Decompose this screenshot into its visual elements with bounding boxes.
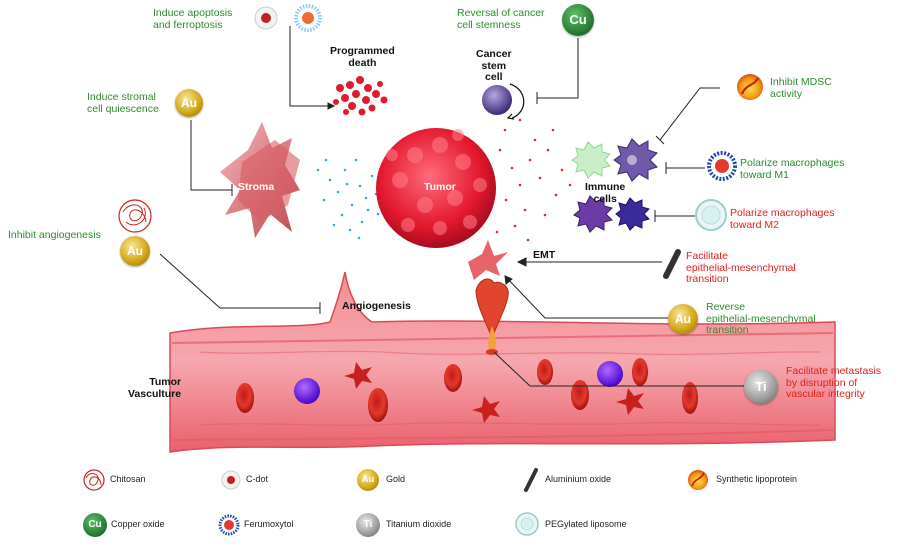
programmed-death-cells [333,76,388,116]
red-blood-cell [571,380,589,410]
macrophage-m2-cell [571,141,611,179]
copper-oxide-icon-stemness: Cu [562,4,594,36]
legend-label-cdot: C-dot [246,474,269,484]
red-blood-cell [537,359,553,385]
legend-label-gold: Gold [386,474,406,484]
legend-gold-icon: Au [357,469,379,491]
icon-ferumoxytol-effect [294,4,322,32]
gold-symbol: Au [127,244,143,258]
gold-icon-stromal: Au [175,89,203,117]
platelet [472,396,500,423]
red-blood-cell [368,388,388,422]
gold-icon-angio: Au [120,236,150,266]
connector-lines [159,26,744,387]
gold-symbol: Au [361,474,375,485]
platelet [344,362,372,389]
legend-lipoprotein-swatch [688,470,708,490]
legend-label-liposome: PEGylated liposome [545,519,627,529]
icon-chitosan-effect [118,199,152,233]
titanium-symbol: Ti [755,379,767,394]
platelet [616,388,644,415]
label-emt: EMT [533,249,556,261]
icon-cdot-effect [254,6,278,30]
red-blood-cell [682,382,698,414]
titanium-symbol: Ti [363,519,373,530]
legend-label-copper: Copper oxide [111,519,165,529]
label-angiogenesis: Angiogenesis [342,300,411,312]
legend-label-titanium: Titanium dioxide [386,519,452,529]
white-blood-cell [597,361,623,387]
legend-label-lipoprotein: Synthetic lipoprotein [716,474,798,484]
icon-liposome-m2 [695,199,727,231]
legend-label-chitosan: Chitosan [110,474,146,484]
tumor-vasculature [169,271,836,453]
legend-label-ferumoxytol: Ferumoxytol [244,519,294,529]
effect-angio: Inhibit angiogenesis [8,229,101,241]
legend-aluminium-swatch [524,468,538,492]
gold-icon-emt: Au [668,304,698,334]
icon-synthetic-lipoprotein-effect [737,74,763,100]
legend-label-aluminium: Aluminium oxide [545,474,612,484]
intravasating-cell [475,278,509,356]
legend-copper-icon: Cu [83,513,107,537]
icon-ferumoxytol-m1 [707,151,737,181]
titanium-dioxide-icon-metastasis: Ti [744,370,778,404]
legend-ferumoxytol-swatch [218,514,240,536]
white-blood-cell [294,378,320,404]
copper-symbol: Cu [88,519,102,530]
emt-cell [468,240,508,280]
stroma-cells [220,122,300,238]
legend-liposome-swatch [515,512,539,536]
red-blood-cell [632,358,648,386]
legend-chitosan-swatch [83,469,105,491]
gold-symbol: Au [675,312,691,326]
immune-cell [573,195,613,233]
cancer-stem-cell [482,83,525,120]
immune-cell [615,197,650,231]
legend-titanium-icon: Ti [356,513,380,537]
macrophage-cell [613,138,658,182]
red-blood-cell [236,383,254,413]
immune-cells [571,138,658,233]
tumor [316,118,572,248]
red-blood-cell [444,364,462,392]
label-tumor: Tumor [424,181,456,193]
gold-symbol: Au [181,96,197,110]
legend-cdot-swatch [221,470,241,490]
label-stroma: Stroma [238,181,275,193]
copper-symbol: Cu [569,12,587,27]
icon-aluminium-oxide-emt [663,249,681,279]
